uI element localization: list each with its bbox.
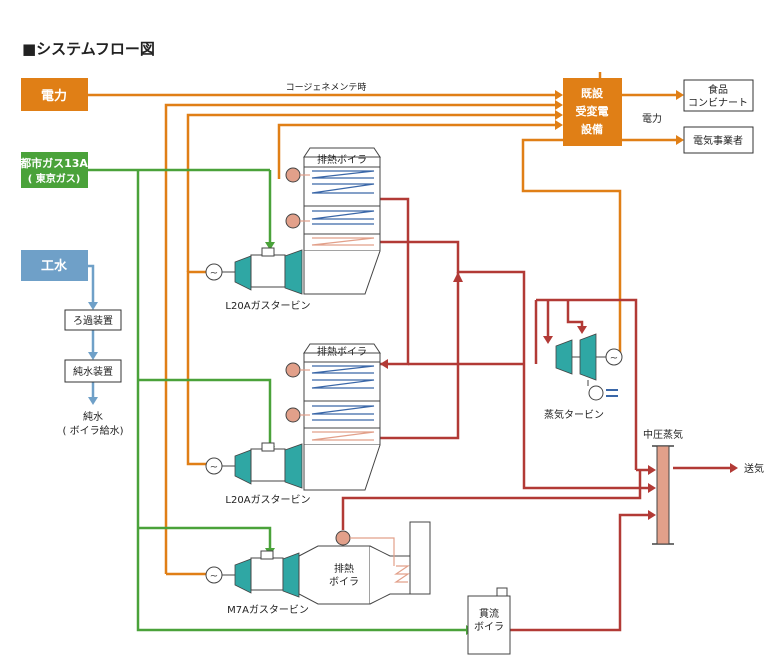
gas-box-label-1: 都市ガス13A bbox=[19, 156, 88, 170]
power-arrowheads bbox=[555, 90, 684, 145]
substation-label-2: 受変電 bbox=[576, 104, 609, 118]
gas-turbine-3: ~ M7Aガスタービン bbox=[205, 550, 309, 616]
svg-text:~: ~ bbox=[210, 268, 218, 279]
substation-label-1: 既設 bbox=[581, 86, 604, 100]
steam-arrowheads bbox=[380, 272, 738, 520]
purifier-label: 純水装置 bbox=[73, 365, 113, 378]
gas-turbine-2: ~ L20Aガスタービン bbox=[205, 442, 311, 506]
drum-icon bbox=[285, 213, 301, 229]
once-through-boiler: 貫流 ボイラ bbox=[467, 587, 511, 655]
cogen-maintenance-label: コージェネメンテ時 bbox=[286, 82, 367, 93]
food-label-1: 食品 bbox=[708, 83, 728, 96]
water-box: 工水 bbox=[21, 250, 88, 281]
drum-icon bbox=[285, 362, 301, 378]
gas-lines bbox=[88, 168, 468, 632]
purifier-box: 純水装置 bbox=[64, 359, 122, 383]
drum-icon bbox=[285, 167, 301, 183]
heat-recovery-boiler-3: 排熱 ボイラ bbox=[298, 521, 431, 605]
gas-box: 都市ガス13A ( 東京ガス) bbox=[19, 152, 88, 188]
once-through-label-1: 貫流 bbox=[479, 607, 499, 620]
water-arrowheads bbox=[88, 302, 98, 405]
electric-business-label: 電気事業者 bbox=[693, 134, 743, 147]
power-out-label: 電力 bbox=[642, 112, 662, 125]
steam-out-label: 送気 bbox=[744, 462, 764, 475]
water-box-label: 工水 bbox=[41, 258, 68, 274]
svg-text:~: ~ bbox=[210, 571, 218, 582]
filter-box: ろ過装置 bbox=[64, 309, 122, 331]
once-through-label-2: ボイラ bbox=[474, 621, 504, 633]
generator-icon bbox=[605, 348, 623, 366]
boiler-3-label-1: 排熱 bbox=[334, 562, 354, 575]
boiler-2-label: 排熱ボイラ bbox=[317, 345, 367, 358]
boiler-1-label: 排熱ボイラ bbox=[317, 153, 367, 166]
power-box: 電力 bbox=[21, 78, 88, 111]
power-lines bbox=[88, 72, 681, 576]
drum-icon bbox=[335, 530, 351, 546]
heat-recovery-boiler-1: 排熱ボイラ bbox=[285, 147, 381, 295]
turbine-1-label: L20Aガスタービン bbox=[225, 300, 310, 312]
svg-text:~: ~ bbox=[210, 462, 218, 473]
substation-box: 既設 受変電 設備 bbox=[563, 78, 622, 146]
boiler-3-label-2: ボイラ bbox=[329, 576, 359, 588]
svg-text:~: ~ bbox=[610, 353, 618, 364]
steam-turbine: ~ 蒸気タービン bbox=[544, 333, 623, 421]
steam-turbine-label: 蒸気タービン bbox=[544, 408, 604, 421]
food-label-2: コンビナート bbox=[688, 97, 748, 109]
heat-recovery-boiler-2: 排熱ボイラ bbox=[285, 343, 381, 491]
gas-box-label-2: ( 東京ガス) bbox=[28, 172, 81, 185]
filter-label: ろ過装置 bbox=[73, 314, 113, 327]
turbine-2-label: L20Aガスタービン bbox=[225, 494, 310, 506]
substation-label-3: 設備 bbox=[581, 122, 603, 136]
food-complex-box: 食品 コンビナート bbox=[683, 79, 754, 112]
gas-turbine-1: ~ L20Aガスタービン bbox=[205, 247, 311, 312]
power-box-label: 電力 bbox=[41, 88, 67, 104]
steam-header: 中圧蒸気 送気 bbox=[643, 428, 764, 545]
pure-water-label-2: ( ボイラ給水) bbox=[63, 424, 124, 437]
diagram-title: ■システムフロー図 bbox=[22, 40, 155, 58]
pure-water-label-1: 純水 bbox=[83, 410, 103, 423]
turbine-3-label: M7Aガスタービン bbox=[227, 604, 309, 616]
electric-business-box: 電気事業者 bbox=[683, 126, 754, 154]
steam-lines bbox=[341, 197, 732, 632]
condenser-icon bbox=[588, 385, 604, 401]
medium-pressure-label: 中圧蒸気 bbox=[643, 428, 683, 441]
drum-icon bbox=[285, 407, 301, 423]
